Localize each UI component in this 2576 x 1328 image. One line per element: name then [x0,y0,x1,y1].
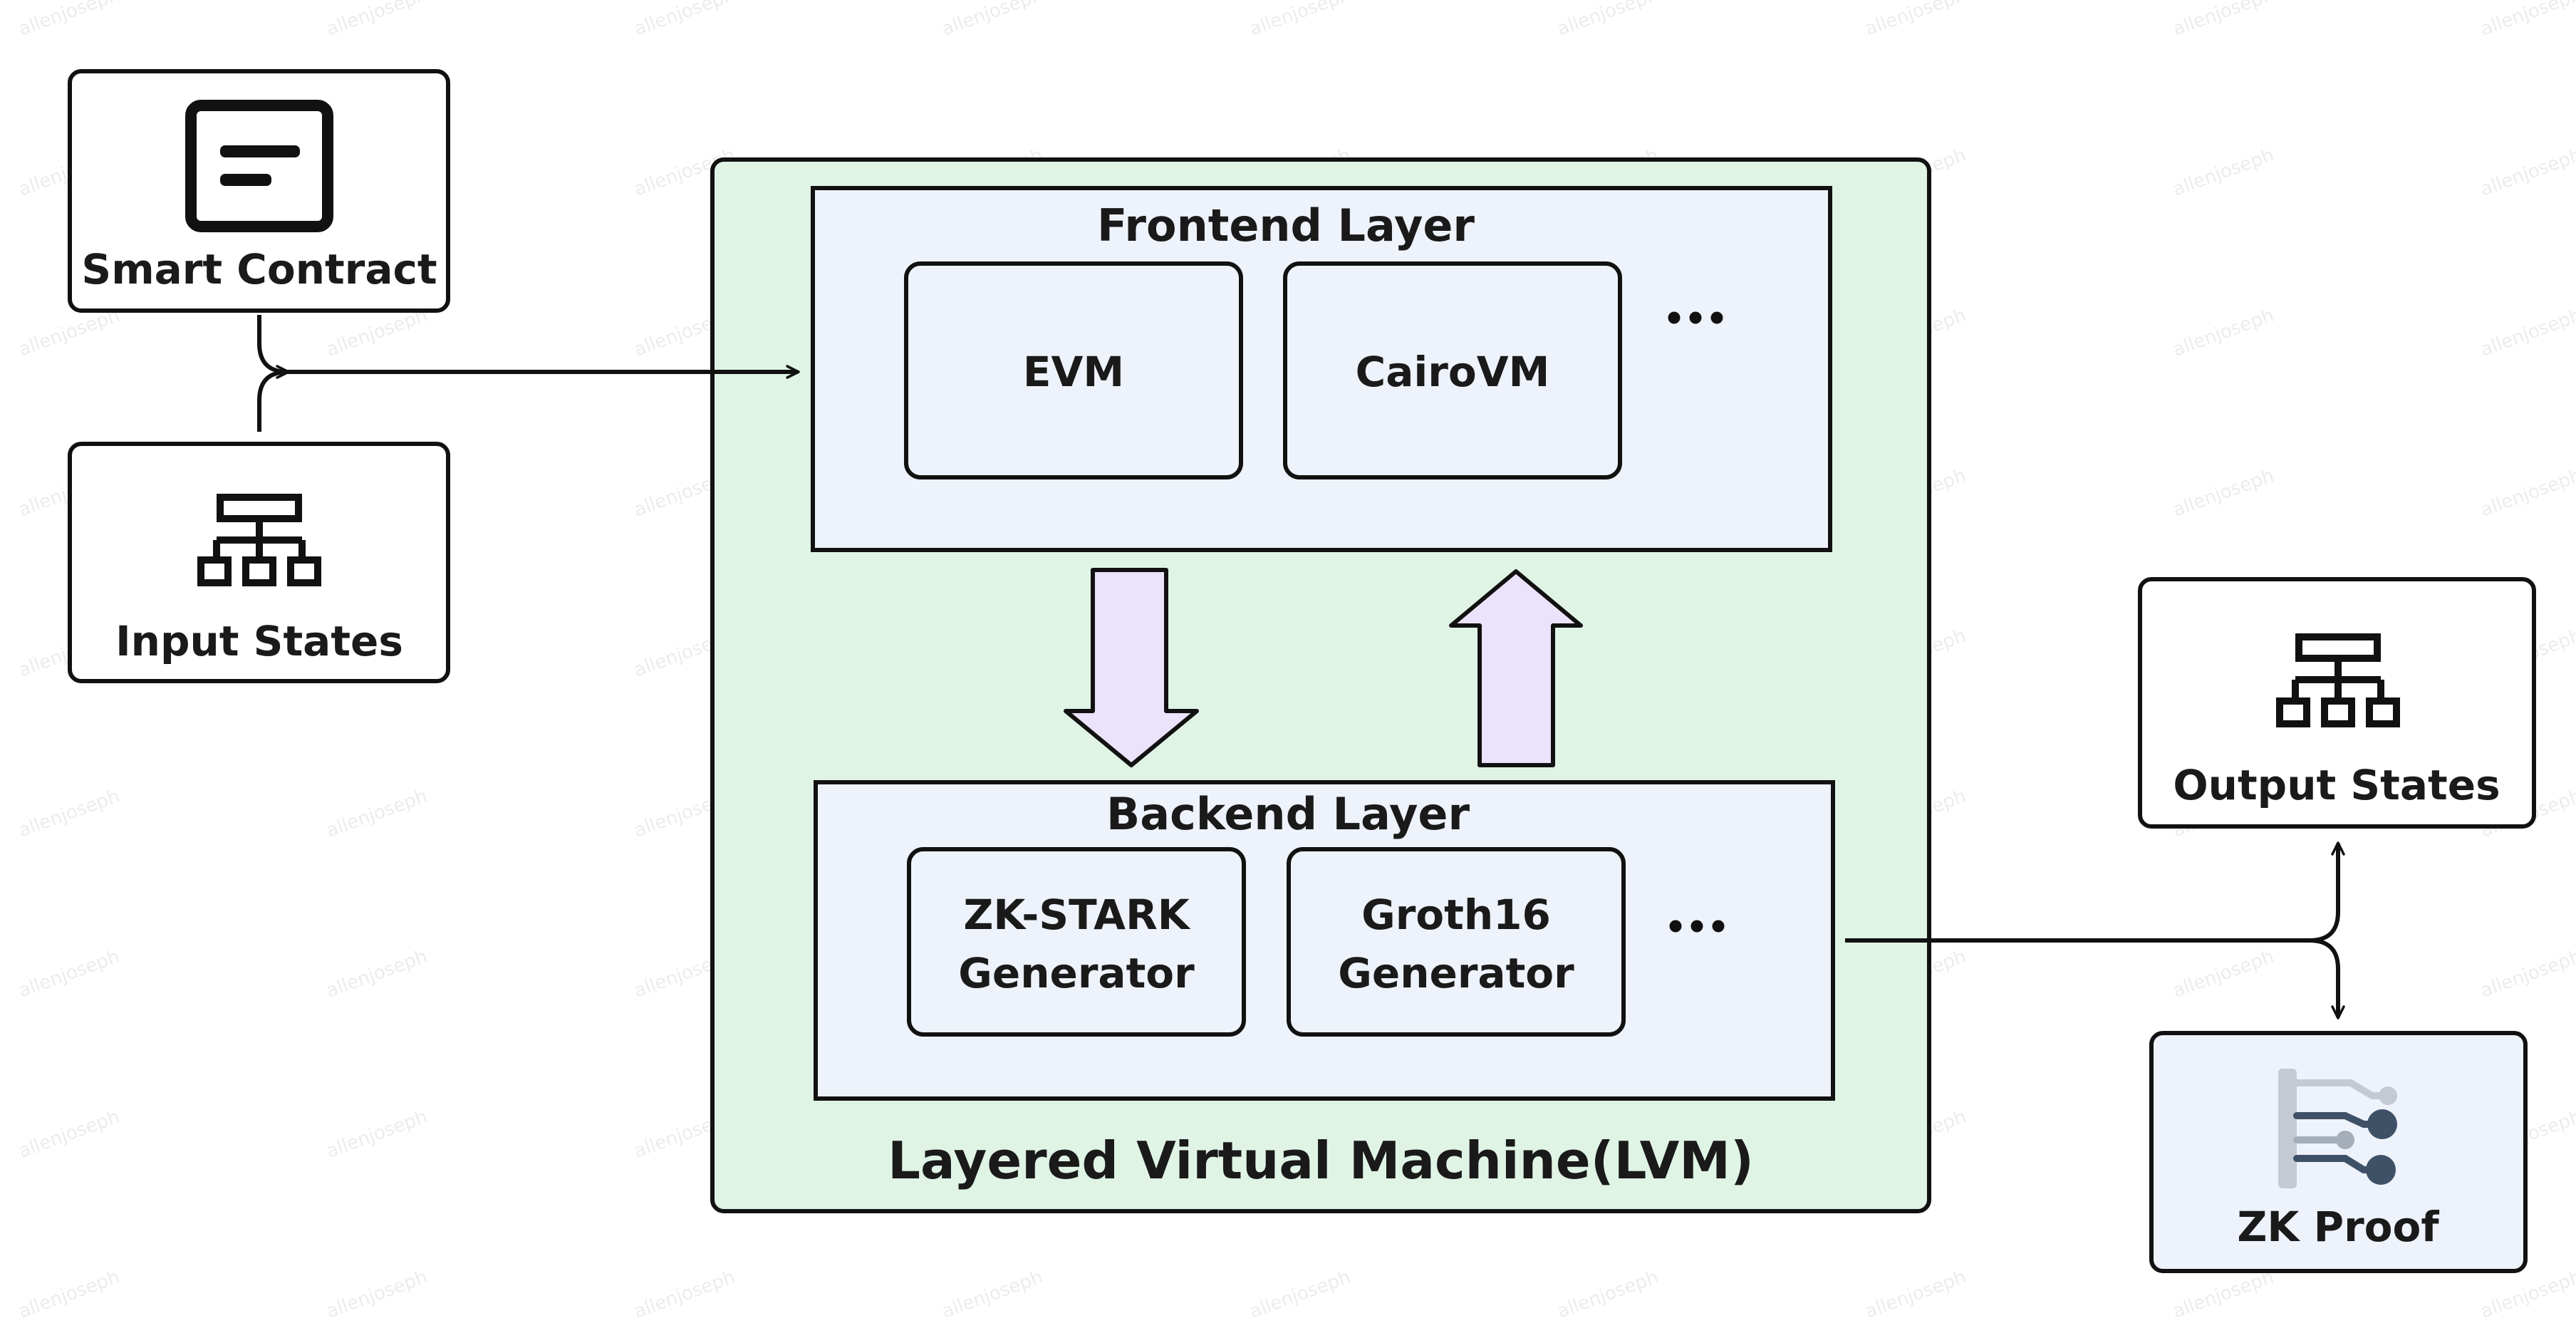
down-arrow [1064,568,1199,767]
watermark-text: allenjoseph [2478,465,2576,522]
watermark-text: allenjoseph [1554,0,1661,41]
cairovm-box [1283,261,1622,479]
watermark-text: allenjoseph [16,0,123,41]
watermark-text: allenjoseph [1862,0,1969,41]
evm-label: EVM [1023,348,1124,396]
watermark-text: allenjoseph [2478,0,2576,41]
watermark-text: allenjoseph [2170,465,2277,522]
lvm-to-zk-proof-branch [2309,938,2345,1020]
watermark-text: allenjoseph [2478,305,2576,361]
input-states-label: Input States [115,617,403,665]
zk-proof-box [2149,1031,2528,1273]
watermark-text: allenjoseph [2170,305,2277,361]
watermark-text: allenjoseph [1247,1267,1354,1323]
watermark-text: allenjoseph [1247,0,1354,41]
watermark-text: allenjoseph [2170,946,2277,1002]
up-arrow [1449,569,1583,767]
watermark-text: allenjoseph [2478,946,2576,1002]
watermark-text: allenjoseph [323,305,430,361]
watermark-text: allenjoseph [1862,1267,1969,1323]
watermark-text: allenjoseph [939,0,1046,41]
watermark-text: allenjoseph [2170,0,2277,41]
watermark-text: allenjoseph [323,1267,430,1323]
hierarchy-tree-icon [2276,633,2400,727]
document-lines-icon [185,100,333,232]
groth16-label-line2: Generator [1338,949,1574,997]
watermark-text: allenjoseph [323,946,430,1002]
groth16-generator-box [1287,847,1626,1037]
watermark-text: allenjoseph [16,1106,123,1163]
watermark-text: allenjoseph [631,0,738,41]
watermark-text: allenjoseph [2170,1267,2277,1323]
frontend-layer-title: Frontend Layer [1097,199,1475,251]
watermark-text: allenjoseph [2478,145,2576,201]
backend-more-ellipsis [1669,920,1725,933]
watermark-text: allenjoseph [631,1267,738,1323]
frontend-more-ellipsis [1668,311,1723,324]
smart-contract-box [68,69,450,313]
watermark-text: allenjoseph [16,946,123,1002]
evm-box [904,261,1243,479]
input-merge-connector [257,315,796,432]
groth16-label-line1: Groth16 [1361,891,1551,939]
cairovm-label: CairoVM [1356,348,1550,396]
backend-layer-title: Backend Layer [1106,788,1470,840]
zk-stark-label-line2: Generator [958,949,1195,997]
proof-circuit-icon [2278,1069,2397,1188]
smart-contract-label: Smart Contract [81,245,437,294]
watermark-text: allenjoseph [2478,1267,2576,1323]
zk-proof-label: ZK Proof [2237,1203,2439,1251]
watermark-text: allenjoseph [2170,145,2277,201]
zk-stark-label-line1: ZK-STARK [963,891,1190,939]
hierarchy-tree-icon [197,494,321,586]
watermark-text: allenjoseph [16,786,123,842]
watermark-text: allenjoseph [323,786,430,842]
watermark-text: allenjoseph [1554,1267,1661,1323]
lvm-title: Layered Virtual Machine(LVM) [888,1131,1754,1190]
watermark-text: allenjoseph [16,1267,123,1323]
watermark-text: allenjoseph [323,0,430,41]
watermark-text: allenjoseph [16,305,123,361]
watermark-text: allenjoseph [323,1106,430,1163]
watermark-text: allenjoseph [939,1267,1046,1323]
zk-stark-generator-box [907,847,1246,1037]
output-states-label: Output States [2173,761,2500,809]
